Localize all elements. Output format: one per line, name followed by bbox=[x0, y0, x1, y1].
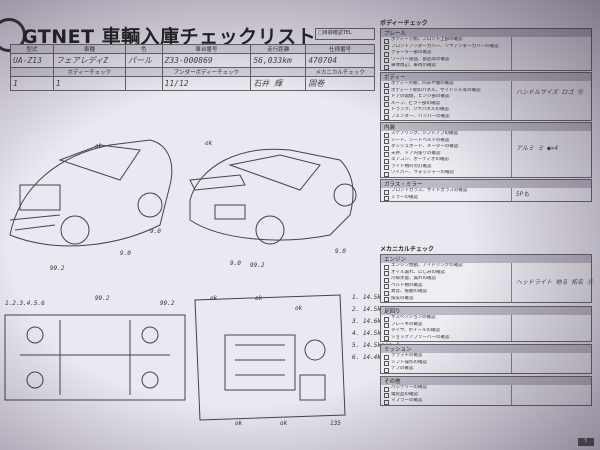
misc-note: 135 bbox=[330, 420, 341, 427]
ok-label: ok bbox=[255, 295, 263, 302]
col-label: ボディーチェック bbox=[52, 67, 126, 77]
col-label: 色 bbox=[124, 44, 163, 54]
check-item: デフの確認 bbox=[381, 366, 591, 373]
section-suspension: 足回り サスペンションの確認 ブレーキの確認 タイヤ、ホイールの確認 ショックア… bbox=[380, 306, 592, 342]
inspector-name: 石井 輝 bbox=[250, 76, 307, 91]
body-check-title: ボディーチェック bbox=[380, 20, 428, 27]
chassis-number-value: Z33-000869 bbox=[161, 53, 252, 68]
col-label: 走行距離 bbox=[250, 44, 307, 54]
tire-depth: 9.0 bbox=[335, 248, 346, 255]
col-label: メカニカルチェック bbox=[305, 67, 375, 77]
section-glass: ガラス・ミラー フロントガラス、サイドガラスの確認 ミラーの確認 5Pも bbox=[380, 179, 592, 202]
col-label: 車台番号 bbox=[161, 44, 252, 54]
col-label bbox=[10, 67, 54, 77]
tire-depth: 9.0 bbox=[120, 250, 131, 257]
section-frame: プレール ボディー下側、フロント上部の確認 フロントアンダーカバー、リヤアンダー… bbox=[380, 28, 592, 71]
check-value: 1 bbox=[10, 76, 54, 91]
vehicle-info-table: 型式 車種 色 車台番号 走行距離 仕様番号 UA-Z13 フェアレディZ パー… bbox=[10, 44, 375, 91]
confirm-tel-box: □目録確認TEL bbox=[315, 28, 375, 40]
col-label: 仕様番号 bbox=[305, 44, 375, 54]
check-item: ワイパー、ウォッシャーの確認 bbox=[381, 170, 591, 177]
handwritten-note: ヘッドライト 地る 拓名 Ⓓ bbox=[516, 279, 593, 286]
check-value: 1 bbox=[52, 76, 126, 91]
misc-note: 99.2 bbox=[160, 300, 175, 307]
mechanical-check-title: メカニカルチェック bbox=[380, 246, 435, 253]
section-engine: エンジン エンジン始動、アイドリングの確認 オイル漏れ、にじみの確認 冷却水量、… bbox=[380, 254, 593, 303]
handwritten-note: 5Pも bbox=[516, 191, 530, 198]
ok-label: ok bbox=[295, 305, 303, 312]
section-transmission: ミッション クラッチの確認 シフト操作の確認 デフの確認 bbox=[380, 344, 592, 374]
section-other: その他 バッテリーの確認 電装品の確認 マフラーの確認 bbox=[380, 376, 592, 406]
underbody-drawing bbox=[4, 314, 186, 401]
section-body: ボディー ボディー外観、凹みや傷の確認 ボディー下側のパネル、サイドシル等の確認… bbox=[380, 72, 592, 121]
mileage-value: 56,033km bbox=[250, 53, 307, 68]
col-label bbox=[124, 67, 163, 77]
misc-note: 1.2.3.4.5.6 bbox=[5, 300, 45, 307]
misc-note: 99.2 bbox=[250, 262, 265, 269]
section-header: ボディー bbox=[381, 73, 591, 81]
tire-depth: 9.0 bbox=[230, 260, 241, 267]
ok-label: ok bbox=[280, 420, 288, 427]
ok-label: ok bbox=[95, 143, 103, 150]
section-header: エンジン bbox=[381, 255, 591, 263]
ok-label: ok bbox=[235, 420, 243, 427]
model-code-value: UA-Z13 bbox=[10, 53, 54, 68]
handwritten-note: アルミ ミ ●×4 bbox=[516, 145, 559, 152]
section-header: 内装 bbox=[381, 123, 591, 131]
check-item: 排気の確認 bbox=[381, 296, 591, 303]
date-value: 11/12 bbox=[161, 76, 252, 91]
check-item: 車体周辺、車両の確認 bbox=[381, 63, 591, 70]
check-value bbox=[124, 76, 163, 91]
rear-car-drawing bbox=[189, 148, 357, 245]
section-header: ガラス・ミラー bbox=[381, 180, 591, 188]
check-item: ミラーの確認 bbox=[381, 195, 591, 202]
front-car-drawing bbox=[9, 139, 173, 247]
car-name-value: フェアレディZ bbox=[52, 53, 126, 68]
col-label: 車種 bbox=[52, 44, 126, 54]
section-header: その他 bbox=[381, 377, 591, 385]
check-item: マフラーの確認 bbox=[381, 398, 591, 405]
col-label: 型式 bbox=[10, 44, 54, 54]
engine-bay-drawing bbox=[194, 294, 346, 421]
section-header: ミッション bbox=[381, 345, 591, 353]
check-item: ショックアブソーバーの確認 bbox=[381, 335, 591, 342]
spec-number-value: 470704 bbox=[305, 53, 375, 68]
col-label: アンダーボディーチェック bbox=[161, 67, 252, 77]
tire-depth: 9.0 bbox=[150, 228, 161, 235]
page-number: 5 bbox=[578, 438, 594, 446]
stamp-value: 固巻 bbox=[305, 76, 375, 91]
misc-note: 99.2 bbox=[50, 265, 65, 272]
checklist-panel: ボディーチェック プレール ボディー下側、フロント上部の確認 フロントアンダーカ… bbox=[380, 18, 600, 450]
misc-note: 99.2 bbox=[95, 295, 110, 302]
col-label bbox=[250, 67, 307, 77]
vehicle-diagrams bbox=[4, 139, 357, 421]
check-item: フェンダー、バンパーの確認 bbox=[381, 114, 591, 121]
ok-label: ok bbox=[210, 295, 218, 302]
ok-label: ok bbox=[205, 140, 213, 147]
section-header: 足回り bbox=[381, 307, 591, 315]
color-value: パール bbox=[124, 53, 163, 68]
handwritten-note: ハンドルサイズ ロゴ ⑥ bbox=[516, 89, 584, 96]
section-interior: 内装 ステアリング、シフトノブの確認 シート、シートベルトの確認 ダッシュボード… bbox=[380, 122, 592, 178]
section-header: プレール bbox=[381, 29, 591, 37]
